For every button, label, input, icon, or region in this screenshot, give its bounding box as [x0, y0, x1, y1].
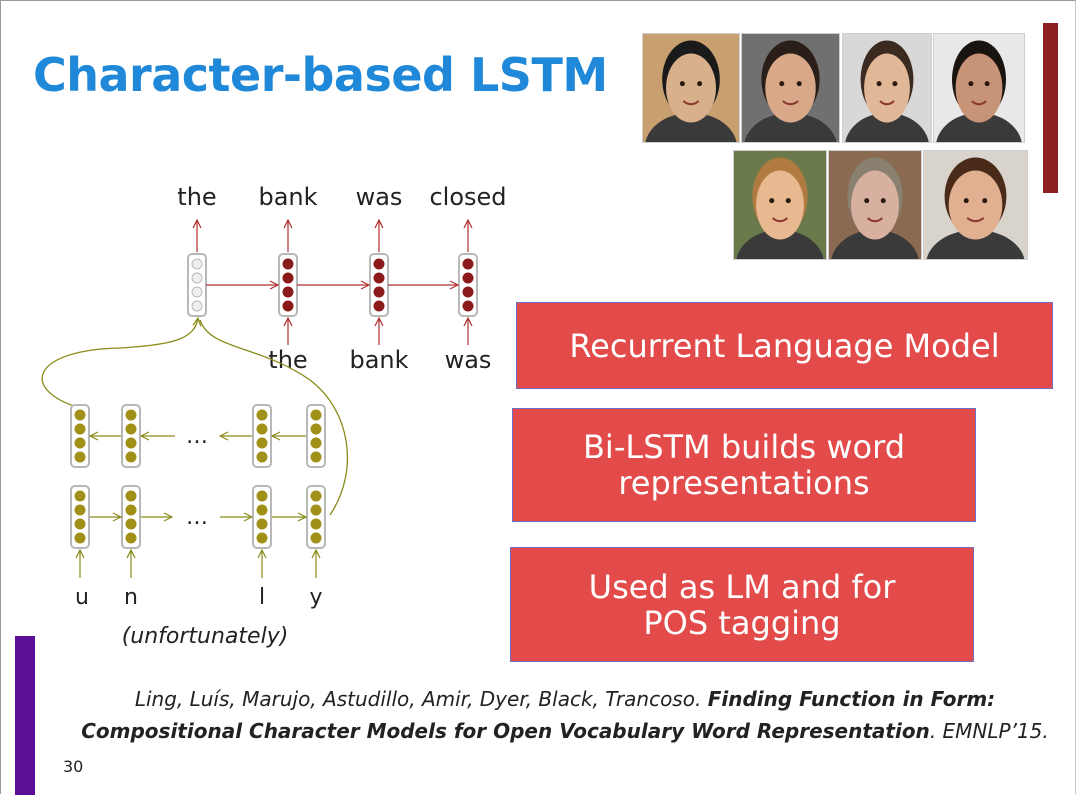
- rnn-cell: [369, 253, 389, 317]
- character: n: [124, 585, 138, 610]
- rnn-cell: [458, 253, 478, 317]
- callout-line: Used as LM and for: [588, 567, 896, 606]
- output-word: was: [356, 183, 403, 211]
- composition-arrow: [199, 319, 349, 516]
- person-portrait-icon: [643, 34, 739, 142]
- person-portrait-icon: [924, 151, 1027, 259]
- page-number: 30: [63, 757, 84, 776]
- input-word: the: [268, 346, 307, 374]
- word-embedding-cell: [187, 253, 207, 317]
- author-photo-1: [642, 33, 740, 143]
- accent-bar-right: [1043, 23, 1058, 193]
- citation-authors: Ling, Luís, Marujo, Astudillo, Amir, Dye…: [134, 687, 702, 711]
- forward-lstm-cell: [252, 485, 272, 549]
- person-portrait-icon: [734, 151, 826, 259]
- citation: Ling, Luís, Marujo, Astudillo, Amir, Dye…: [60, 683, 1070, 747]
- citation-title-part1: Finding Function in Form:: [707, 687, 996, 711]
- slide-title: Character-based LSTM: [33, 48, 608, 102]
- ellipsis: …: [186, 424, 208, 449]
- input-word: was: [445, 346, 492, 374]
- callout-usage: Used as LM and for POS tagging: [510, 547, 974, 662]
- callout-line: representations: [618, 464, 870, 502]
- author-photo-3: [842, 33, 932, 143]
- rnn-cell: [278, 253, 298, 317]
- callout-bilstm: Bi-LSTM builds word representations: [512, 408, 976, 522]
- char-lstm-diagram: the bank was closed: [41, 183, 507, 649]
- person-portrait-icon: [829, 151, 921, 259]
- character: u: [75, 585, 89, 610]
- callout-recurrent-lm: Recurrent Language Model: [516, 302, 1053, 389]
- backward-lstm-cell: [252, 404, 272, 468]
- callout-line: Bi-LSTM builds word: [582, 428, 906, 466]
- composition-arrow: [41, 318, 198, 409]
- accent-bar-left: [15, 636, 35, 795]
- author-photo-4: [933, 33, 1025, 143]
- citation-venue: . EMNLP’15.: [929, 719, 1049, 743]
- person-portrait-icon: [934, 34, 1024, 142]
- person-portrait-icon: [843, 34, 931, 142]
- input-word: bank: [349, 346, 408, 374]
- author-photo-6: [828, 150, 922, 260]
- callout-line: POS tagging: [643, 603, 841, 642]
- callout-text: Bi-LSTM builds word representations: [583, 429, 905, 501]
- character: y: [309, 585, 322, 610]
- forward-lstm-cell: [306, 485, 326, 549]
- backward-lstm-cell: [121, 404, 141, 468]
- backward-lstm-cell: [306, 404, 326, 468]
- callout-text: Used as LM and for POS tagging: [589, 569, 896, 641]
- character: l: [259, 585, 265, 610]
- forward-lstm-cell: [121, 485, 141, 549]
- ellipsis: …: [186, 505, 208, 530]
- output-word: closed: [429, 183, 506, 211]
- callout-text: Recurrent Language Model: [569, 326, 1000, 365]
- citation-title-part2: Compositional Character Models for Open …: [81, 719, 930, 743]
- output-word: the: [177, 183, 216, 211]
- output-word: bank: [258, 183, 317, 211]
- source-word: (unfortunately): [122, 624, 289, 649]
- author-photo-5: [733, 150, 827, 260]
- person-portrait-icon: [742, 34, 839, 142]
- author-photo-7: [923, 150, 1028, 260]
- author-photo-2: [741, 33, 840, 143]
- backward-lstm-cell: [70, 404, 90, 468]
- forward-lstm-cell: [70, 485, 90, 549]
